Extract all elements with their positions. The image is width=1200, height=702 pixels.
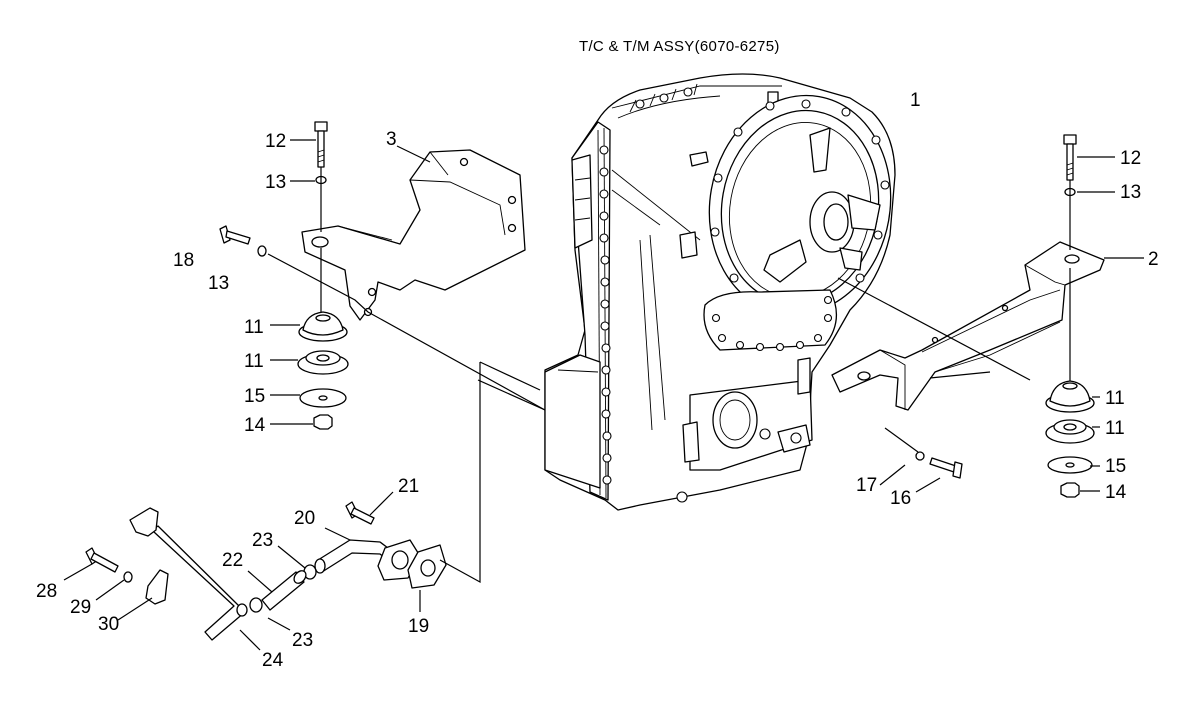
left-rubber-mount-upper xyxy=(298,311,348,342)
hose-22 xyxy=(261,570,307,611)
left-mount-bracket xyxy=(301,149,526,321)
left-nut-14 xyxy=(313,414,333,430)
bolt-16 xyxy=(929,457,963,479)
right-rubber-mount-lower xyxy=(1045,419,1095,444)
callout-2: 2 xyxy=(1148,249,1159,270)
callout-14: 14 xyxy=(244,415,266,436)
callout-13: 13 xyxy=(208,273,229,294)
callout-30: 30 xyxy=(98,614,119,635)
right-rubber-mount-upper xyxy=(1045,380,1095,413)
callout-20: 20 xyxy=(294,508,315,529)
clamp-30 xyxy=(145,569,169,605)
flange-bolt-row xyxy=(599,145,612,485)
left-plate-15 xyxy=(299,388,347,408)
right-nut-14 xyxy=(1060,482,1080,498)
callout-23: 23 xyxy=(252,530,273,551)
left-washer-13b xyxy=(257,245,267,257)
bolt-21 xyxy=(345,501,375,525)
callout-labels: 1 2 3 11 11 11 11 12 12 13 13 13 14 14 1… xyxy=(36,90,1159,671)
left-rubber-mount-lower xyxy=(297,350,349,375)
callout-11: 11 xyxy=(244,351,264,372)
callout-12: 12 xyxy=(1120,148,1141,169)
callout-21: 21 xyxy=(398,476,419,497)
right-mount-bracket xyxy=(831,241,1105,411)
callout-18: 18 xyxy=(173,250,194,271)
torque-converter-housing xyxy=(708,94,892,316)
callout-23: 23 xyxy=(292,630,313,651)
clamp-23b xyxy=(249,597,263,613)
callout-11: 11 xyxy=(1105,388,1125,409)
pipe-24 xyxy=(129,507,248,641)
diagram-title: T/C & T/M ASSY(6070-6275) xyxy=(579,38,780,55)
callout-1: 1 xyxy=(910,90,921,111)
callout-13: 13 xyxy=(265,172,286,193)
callout-28: 28 xyxy=(36,581,57,602)
callout-22: 22 xyxy=(222,550,243,571)
callout-13: 13 xyxy=(1120,182,1141,203)
left-bolt-18 xyxy=(219,225,251,245)
transmission-housing xyxy=(544,73,896,511)
callout-24: 24 xyxy=(262,650,284,671)
gasket-19 xyxy=(407,544,447,589)
callout-3: 3 xyxy=(386,129,397,150)
callout-19: 19 xyxy=(408,616,429,637)
right-plate-15 xyxy=(1047,456,1093,474)
callout-11: 11 xyxy=(1105,418,1125,439)
left-bolt-12 xyxy=(314,121,328,168)
callout-14: 14 xyxy=(1105,482,1127,503)
callout-29: 29 xyxy=(70,597,91,618)
callout-12: 12 xyxy=(265,131,286,152)
callout-11: 11 xyxy=(244,317,264,338)
callout-16: 16 xyxy=(890,488,911,509)
washer-29 xyxy=(123,571,133,583)
right-bolt-12 xyxy=(1063,134,1077,181)
callout-15: 15 xyxy=(1105,456,1126,477)
washer-17 xyxy=(915,451,925,461)
callout-17: 17 xyxy=(856,475,877,496)
bolt-28 xyxy=(85,547,119,573)
callout-15: 15 xyxy=(244,386,265,407)
